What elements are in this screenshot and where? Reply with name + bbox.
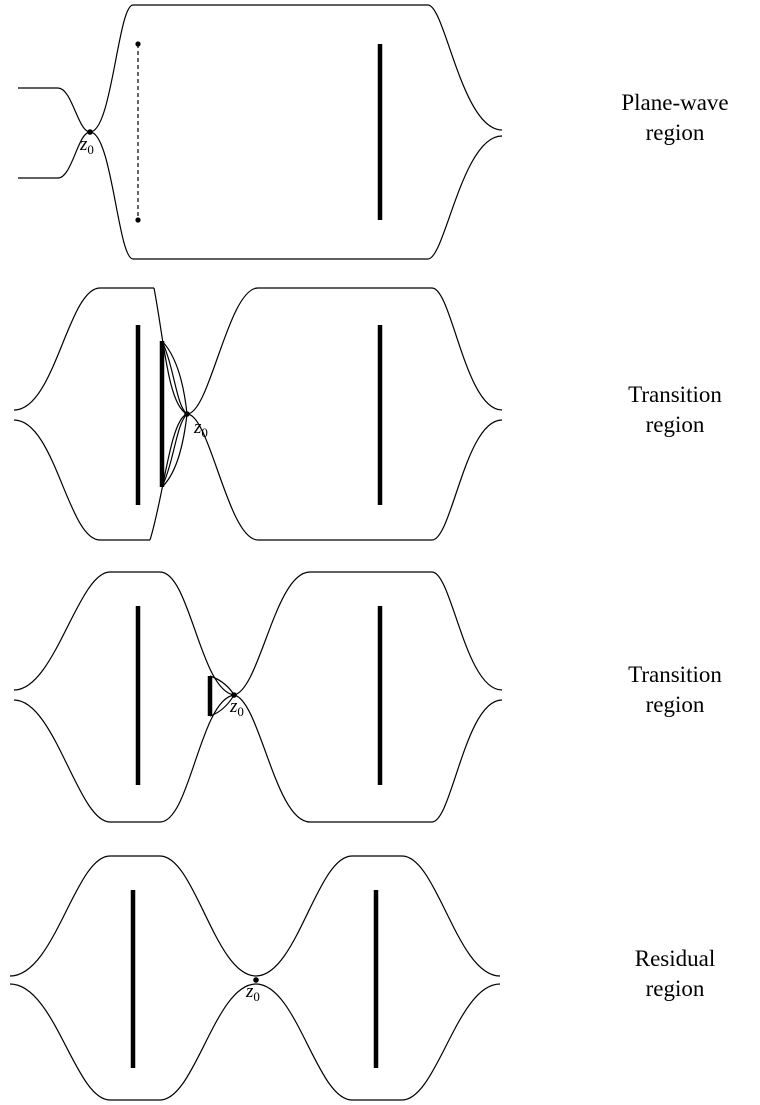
region-label-line1: Plane-wave [621,90,729,115]
contour-upper-branch [18,4,503,133]
region-label-plane-wave: Plane-wave region [590,88,760,148]
contour-left-lobe-upper [13,287,154,411]
contour-lower-branch [9,983,501,1101]
z0-point-panel-2 [184,411,190,417]
contour-lower-branch [13,694,503,823]
lens-inner-lower-1 [161,413,188,488]
region-label-line1: Transition [628,662,722,687]
contour-left-lobe-lower [13,419,150,541]
contour-right-lobe-upper [186,287,503,415]
panel-transition-1 [13,287,503,541]
z0-point-panel-1 [87,129,93,135]
contour-upper-branch [13,571,503,696]
contour-right-lobe-lower [186,413,503,541]
region-label-residual: Residual region [590,944,760,1004]
lens-outer-lower [149,413,188,541]
lens-outer-upper [153,287,188,415]
region-label-line2: region [645,692,705,717]
region-label-line1: Residual [634,946,716,971]
lens-inner-lower-2 [161,413,188,488]
contour-lower-branch [18,131,503,260]
lens-curve-upper-1 [209,675,235,696]
z0-label-panel-2: z0 [193,417,208,440]
z0-label-panel-3: z0 [229,696,244,719]
dashed-band-bottom-dot [135,217,141,223]
z0-point-panel-3 [231,692,237,698]
dashed-band-top-dot [135,41,141,47]
region-label-transition-2: Transition region [590,660,760,720]
region-label-line2: region [645,976,705,1001]
region-label-line1: Transition [628,382,722,407]
z0-label-panel-1: z0 [79,134,94,157]
lens-inner-upper-2 [161,340,188,415]
z0-point-panel-4 [253,977,259,983]
panel-transition-2 [13,571,503,823]
contour-upper-branch [9,855,501,977]
region-label-transition-1: Transition region [590,380,760,440]
region-label-line2: region [645,120,705,145]
lens-inner-upper-1 [161,340,188,415]
region-label-line2: region [645,412,705,437]
panel-plane-wave [18,4,503,260]
z0-label-panel-4: z0 [245,981,260,1004]
panel-residual [9,855,501,1101]
